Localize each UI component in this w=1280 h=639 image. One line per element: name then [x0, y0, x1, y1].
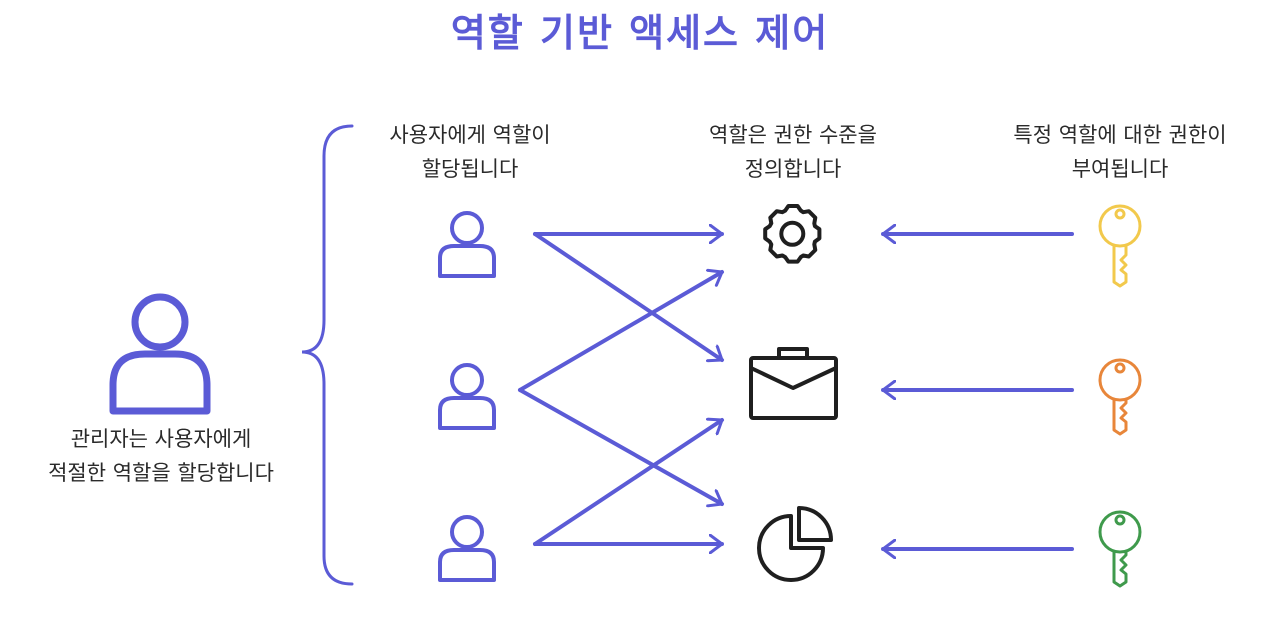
admin-caption: 관리자는 사용자에게 적절한 역할을 할당합니다	[0, 422, 322, 490]
roles-caption-line1: 역할은 권한 수준을	[709, 123, 877, 147]
arrow-user2-gear	[518, 272, 724, 392]
arrow-user2-pie	[518, 388, 724, 504]
briefcase-icon	[749, 347, 838, 420]
key-icon-yellow	[1098, 204, 1142, 288]
user-role-arrows	[518, 232, 724, 546]
roles-caption-line2: 정의합니다	[744, 157, 842, 181]
admin-caption-line2: 적절한 역할을 할당합니다	[48, 461, 274, 485]
users-caption-line2: 할당됩니다	[421, 157, 519, 181]
page-title: 역할 기반 액세스 제어	[450, 11, 830, 55]
arrow-user1-briefcase	[533, 232, 724, 360]
gear-icon	[763, 204, 822, 264]
pie-chart-icon	[757, 506, 833, 582]
admin-caption-line1: 관리자는 사용자에게	[70, 427, 252, 451]
key-icon-green	[1098, 510, 1142, 588]
user-icon	[438, 211, 496, 278]
arrow-user3-briefcase	[533, 420, 724, 546]
permissions-caption-line2: 부여됩니다	[1071, 157, 1169, 181]
key-icon-orange	[1098, 358, 1142, 436]
roles-column-caption: 역할은 권한 수준을 정의합니다	[663, 118, 923, 186]
admin-user-icon	[109, 293, 211, 415]
permissions-column-caption: 특정 역할에 대한 권한이 부여됩니다	[960, 118, 1280, 186]
permissions-caption-line1: 특정 역할에 대한 권한이	[1013, 123, 1227, 147]
users-column-caption: 사용자에게 역할이 할당됩니다	[340, 118, 600, 186]
user-icon	[438, 515, 496, 582]
grouping-brace	[301, 124, 354, 586]
user-icon	[438, 363, 496, 430]
users-caption-line1: 사용자에게 역할이	[389, 123, 551, 147]
key-role-arrows	[881, 234, 1074, 549]
